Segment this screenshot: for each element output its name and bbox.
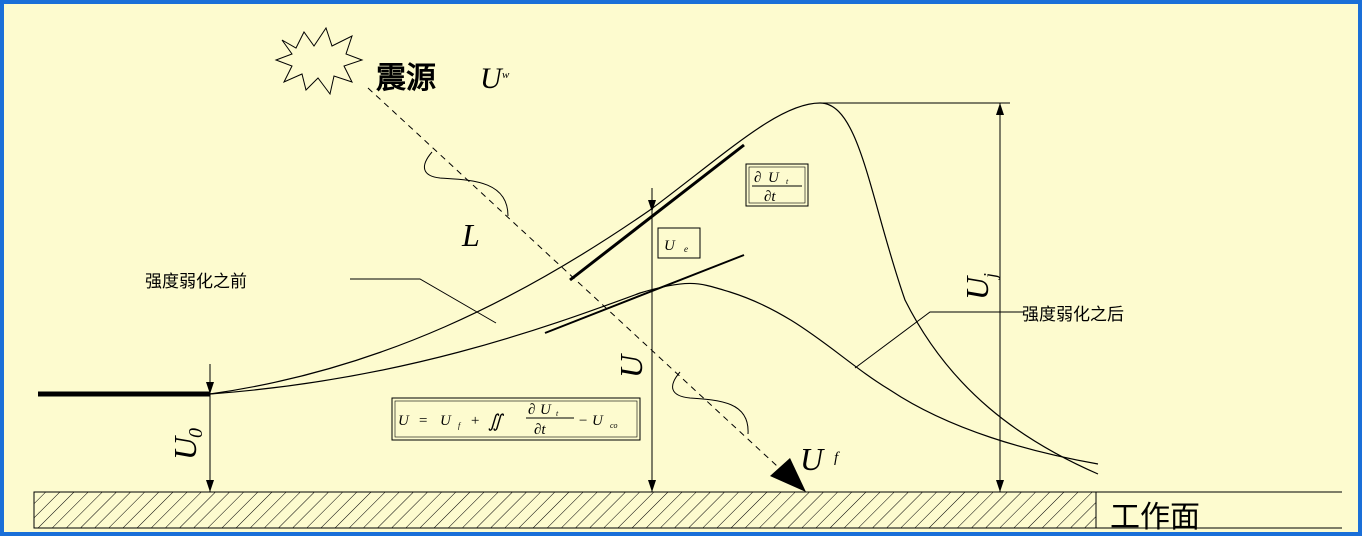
after-label: 强度弱化之后 xyxy=(1022,305,1124,325)
eq-lhs: U xyxy=(398,413,410,429)
u-label: U xyxy=(613,353,649,378)
before-label: 强度弱化之前 xyxy=(145,272,247,292)
wave-squiggle-bottom xyxy=(672,371,749,435)
tangent-before xyxy=(569,143,745,282)
uj-label: U xyxy=(959,275,995,300)
u-arrow-top xyxy=(648,200,656,212)
ue-box: U e xyxy=(657,227,701,259)
eq-frac-u: U xyxy=(540,402,552,418)
source-starburst-icon xyxy=(274,26,364,96)
eq-frac-sub: t xyxy=(556,409,559,418)
wave-path-dashed xyxy=(367,87,791,479)
eq-frac-partial: ∂ xyxy=(528,402,535,418)
wave-squiggle-top xyxy=(424,151,509,217)
eq-integral: ∬ xyxy=(488,411,505,431)
workface-label: 工作面 xyxy=(1110,500,1200,535)
curve-before-weakening xyxy=(209,102,1099,475)
leader-before xyxy=(350,278,497,324)
tangent-after xyxy=(544,254,745,334)
curve-after-weakening xyxy=(209,282,1099,465)
uj-arrow-top xyxy=(996,103,1004,115)
equation-box: U = U f + ∬ ∂ U t ∂t − U co xyxy=(391,397,641,441)
ue-sub: e xyxy=(684,244,688,254)
equation-box-inner-border xyxy=(394,400,638,438)
uw-sub: w xyxy=(502,69,510,81)
u-arrow-bottom xyxy=(648,480,656,492)
eq-equals: = xyxy=(418,413,428,429)
rate-denominator: ∂t xyxy=(764,189,776,205)
rate-partial: ∂ xyxy=(754,170,761,186)
u0-arrow-top xyxy=(206,382,214,394)
uf-sub: f xyxy=(834,450,840,466)
uf-label: U xyxy=(800,441,825,477)
rate-u-sub: t xyxy=(786,177,789,186)
eq-term3-sub: co xyxy=(610,421,618,430)
ue-u: U xyxy=(664,238,676,254)
u0-label: U xyxy=(167,435,203,460)
eq-minus: − xyxy=(578,413,588,429)
eq-plus: + xyxy=(470,413,480,429)
leader-after xyxy=(854,311,1024,369)
ue-box-border xyxy=(657,227,701,259)
u0-sub: 0 xyxy=(185,428,207,438)
u0-arrow-bottom xyxy=(206,480,214,492)
eq-term1-sub: f xyxy=(458,421,462,430)
rate-u: U xyxy=(768,170,780,186)
eq-frac-den: ∂t xyxy=(534,422,546,438)
eq-term1: U xyxy=(440,413,452,429)
workface-hatch xyxy=(33,491,1097,529)
wave-arrowhead xyxy=(770,458,806,492)
equation-box-border xyxy=(391,397,641,441)
rate-box: ∂ U t ∂t xyxy=(745,163,809,207)
uj-arrow-bottom xyxy=(996,480,1004,492)
rate-box-border xyxy=(745,163,809,207)
source-label: 震源 xyxy=(376,61,436,96)
rate-box-inner-border xyxy=(748,166,806,204)
uj-sub: j xyxy=(980,273,1000,280)
l-label: L xyxy=(461,217,480,253)
eq-term3: U xyxy=(592,413,604,429)
uw-label: U xyxy=(480,62,504,95)
